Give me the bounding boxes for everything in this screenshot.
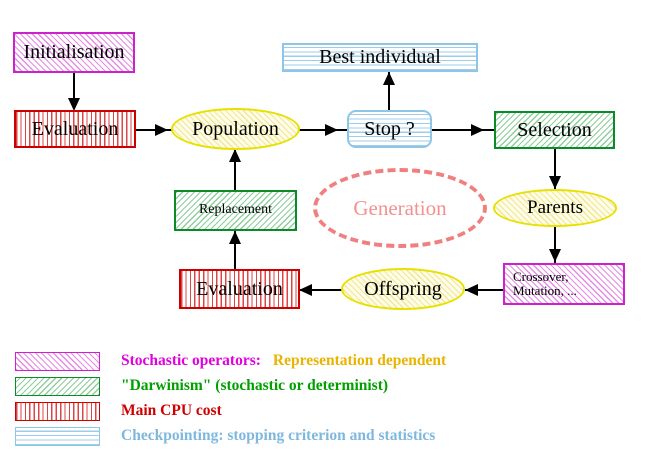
- arrowhead-initialisation-to-evaluation: [68, 98, 80, 111]
- arrowhead-evaluation-to-population: [155, 124, 168, 136]
- node-evaluation-bottom[interactable]: Evaluation: [179, 269, 300, 309]
- legend-row-stochastic-operators: Stochastic operators: Representation depe…: [15, 349, 446, 373]
- edge-evaluation-to-replacement: [234, 231, 236, 270]
- legend-swatch-magenta: [15, 351, 100, 371]
- node-operators-label-line1: Crossover,: [513, 269, 569, 285]
- edge-initialisation-to-evaluation: [73, 73, 75, 105]
- arrowhead-stop-to-selection: [471, 124, 484, 136]
- node-operators-label-line2: Mutation, ...: [513, 283, 577, 298]
- legend-swatch-blue: [15, 426, 100, 446]
- arrowhead-replacement-to-population: [229, 149, 241, 162]
- legend-label-main-cpu-cost: Main CPU cost: [121, 402, 222, 420]
- node-operators[interactable]: Crossover, Mutation, ...: [503, 263, 625, 305]
- node-evaluation-bottom-label: Evaluation: [196, 277, 283, 300]
- legend-label-checkpointing: Checkpointing: stopping criterion and st…: [121, 427, 435, 445]
- arrowhead-offspring-to-evaluation: [299, 284, 312, 296]
- edge-parents-to-operators: [554, 226, 556, 266]
- node-generation: Generation: [313, 168, 487, 248]
- edge-stop-to-best-individual: [388, 72, 390, 112]
- arrowhead-stop-to-best-individual: [383, 72, 395, 85]
- arrowhead-parents-to-operators: [549, 249, 561, 262]
- node-evaluation-top-label: Evaluation: [31, 117, 119, 140]
- arrowhead-selection-to-parents: [549, 176, 561, 189]
- edge-stop-to-selection: [431, 129, 497, 131]
- arrowhead-evaluation-to-replacement: [229, 231, 241, 244]
- node-evaluation-top[interactable]: Evaluation: [14, 110, 136, 148]
- legend-label-stochastic-operators-part2: Representation dependent: [272, 352, 447, 369]
- node-parents[interactable]: Parents: [493, 189, 617, 227]
- node-initialisation[interactable]: Initialisation: [13, 32, 135, 73]
- legend-label-darwinism-text: "Darwinism" (stochastic or determinist): [121, 377, 389, 394]
- node-stop-label: Stop ?: [364, 117, 415, 140]
- node-offspring[interactable]: Offspring: [341, 268, 465, 310]
- edge-offspring-to-evaluation: [299, 289, 343, 291]
- node-stop[interactable]: Stop ?: [347, 110, 432, 148]
- arrowhead-operators-to-offspring: [465, 284, 478, 296]
- legend-swatch-red: [15, 401, 100, 421]
- node-best-individual-label: Best individual: [319, 46, 441, 68]
- legend-label-stochastic-operators: Stochastic operators: Representation depe…: [121, 352, 446, 370]
- edge-selection-to-parents: [554, 148, 556, 191]
- node-parents-label: Parents: [527, 197, 583, 219]
- node-initialisation-label: Initialisation: [23, 41, 125, 63]
- node-population-label: Population: [192, 117, 279, 140]
- legend-row-darwinism: "Darwinism" (stochastic or determinist): [15, 374, 388, 398]
- legend-row-main-cpu-cost: Main CPU cost: [15, 399, 222, 423]
- node-generation-label: Generation: [353, 195, 447, 220]
- legend-label-checkpointing-text: Checkpointing: stopping criterion and st…: [121, 427, 436, 444]
- node-replacement[interactable]: Replacement: [174, 190, 297, 231]
- legend-label-darwinism: "Darwinism" (stochastic or determinist): [121, 377, 388, 395]
- legend-label-stochastic-operators-part1: Stochastic operators:: [121, 352, 261, 369]
- node-population[interactable]: Population: [171, 108, 300, 150]
- node-replacement-label: Replacement: [198, 202, 273, 218]
- edge-operators-to-offspring: [465, 289, 505, 291]
- legend-label-main-cpu-cost-text: Main CPU cost: [121, 402, 222, 419]
- node-best-individual[interactable]: Best individual: [282, 43, 478, 72]
- arrowhead-population-to-stop: [325, 124, 338, 136]
- legend-swatch-green: [15, 376, 100, 396]
- node-selection[interactable]: Selection: [494, 111, 615, 149]
- legend-row-checkpointing: Checkpointing: stopping criterion and st…: [15, 424, 435, 448]
- node-offspring-label: Offspring: [364, 277, 442, 300]
- node-selection-label: Selection: [517, 118, 592, 141]
- edge-replacement-to-population: [234, 149, 236, 191]
